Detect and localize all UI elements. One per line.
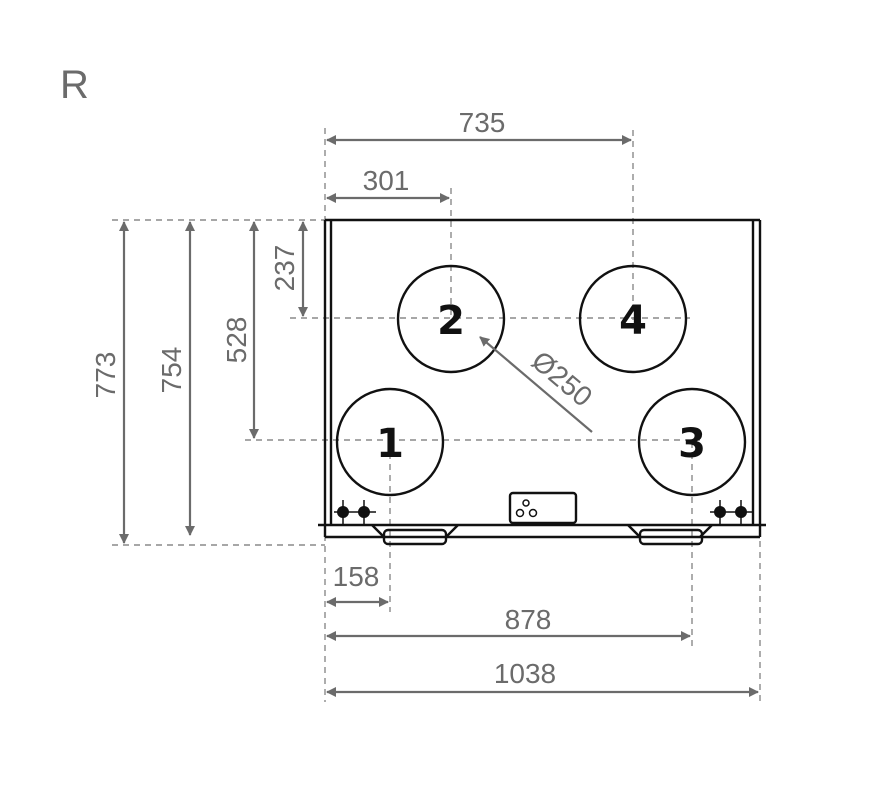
dim-1038: 1038 <box>326 658 759 697</box>
port-2: 2 <box>396 264 506 374</box>
view-label: R <box>60 63 89 107</box>
svg-text:Ø250: Ø250 <box>526 345 598 413</box>
electrical-box <box>508 491 578 525</box>
svg-text:773: 773 <box>90 352 121 399</box>
dim-158: 158 <box>326 561 389 607</box>
dim-754: 754 <box>156 221 195 536</box>
port-3: 3 <box>637 387 747 497</box>
svg-text:1: 1 <box>376 421 404 467</box>
svg-text:3: 3 <box>678 421 706 467</box>
connectors-right <box>710 500 752 525</box>
svg-text:237: 237 <box>269 245 300 292</box>
dim-301: 301 <box>326 165 450 203</box>
svg-text:878: 878 <box>505 604 552 635</box>
port-1: 1 <box>335 387 445 497</box>
svg-text:1038: 1038 <box>494 658 556 689</box>
dim-237: 237 <box>269 221 308 317</box>
foot-right <box>627 524 713 546</box>
svg-text:301: 301 <box>363 165 410 196</box>
port-4: 4 <box>578 264 688 374</box>
svg-text:528: 528 <box>221 317 252 364</box>
dim-diameter: Ø250 <box>479 336 598 433</box>
dim-735: 735 <box>326 107 632 145</box>
svg-text:735: 735 <box>459 107 506 138</box>
svg-text:158: 158 <box>333 561 380 592</box>
dim-878: 878 <box>326 604 691 641</box>
svg-text:4: 4 <box>619 298 647 344</box>
dim-528: 528 <box>221 221 259 439</box>
svg-text:2: 2 <box>437 298 465 344</box>
svg-text:754: 754 <box>156 347 187 394</box>
dim-773: 773 <box>90 221 129 544</box>
unit-housing <box>318 218 766 546</box>
foot-left <box>371 524 459 546</box>
connectors-left <box>334 500 376 525</box>
